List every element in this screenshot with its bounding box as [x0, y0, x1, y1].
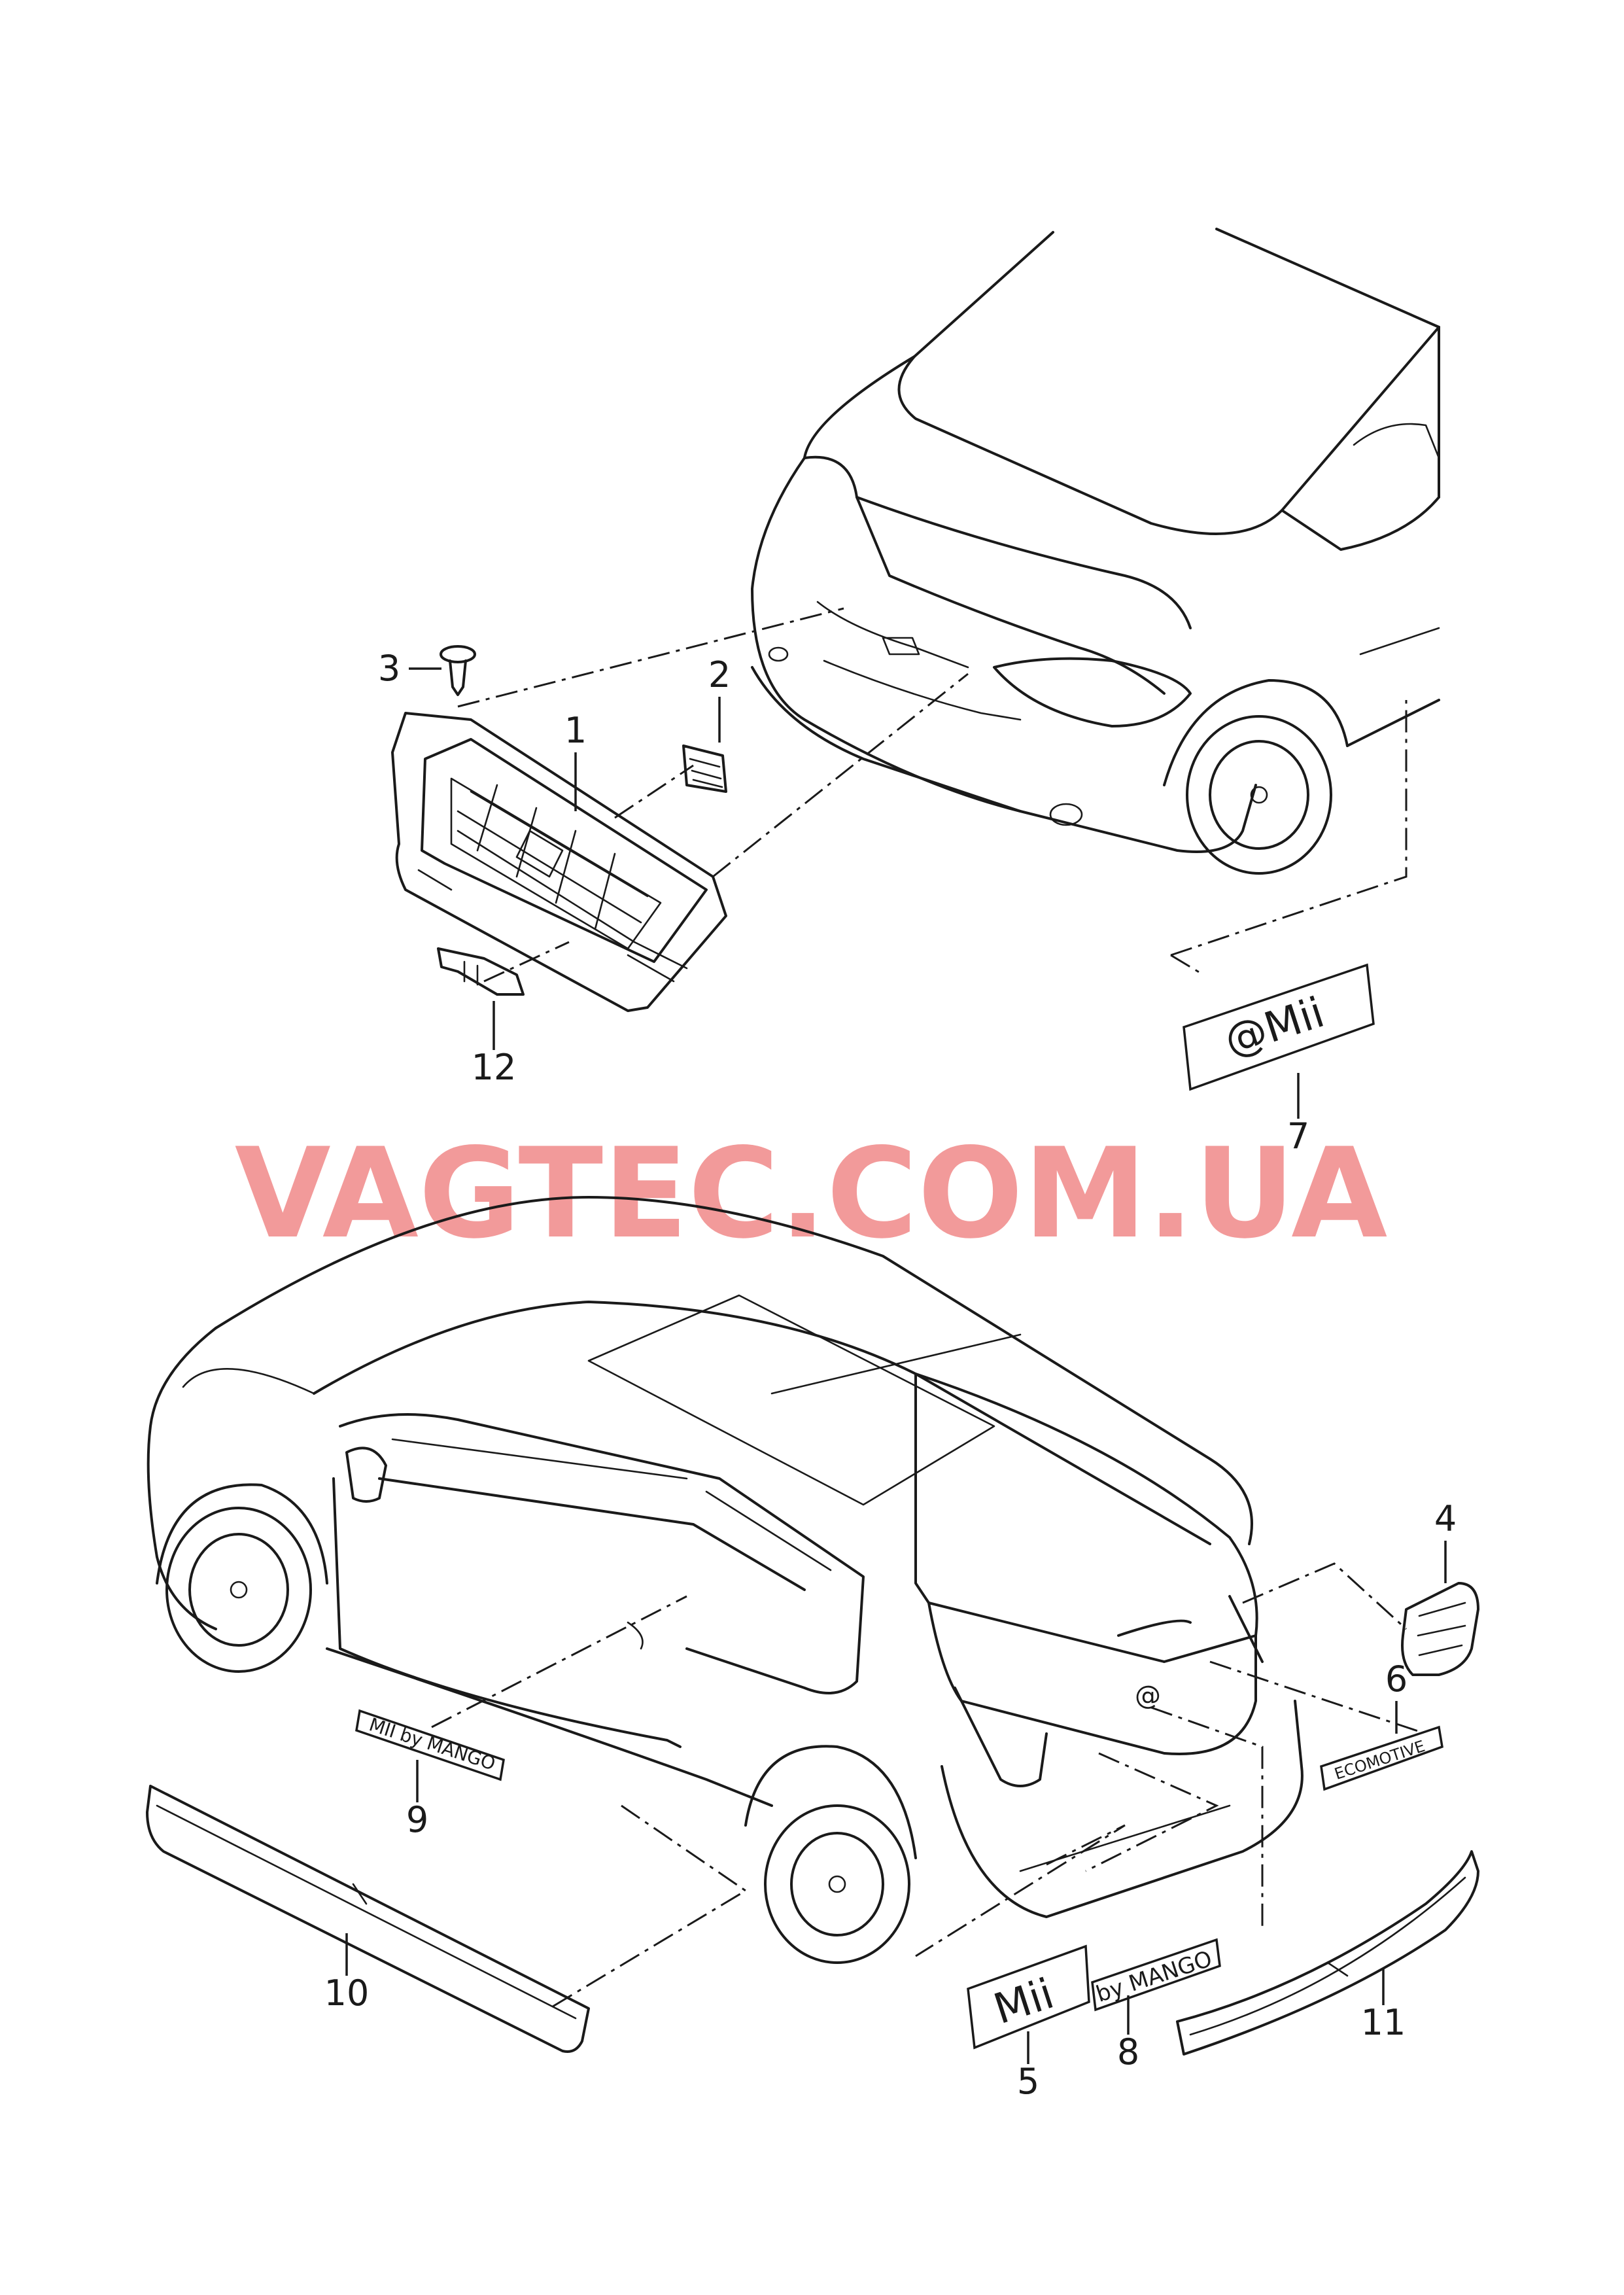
badge-mii-by-mango-part-9: MII by MANGO	[355, 1709, 505, 1781]
rear-bumper-trim-part-11	[1176, 1850, 1479, 2056]
callout-4-label: 4	[1434, 1498, 1457, 1539]
callout-9: 9	[406, 1760, 428, 1840]
seat-logo-icon	[682, 745, 727, 793]
badge-by-mango-text: by MANGO	[1093, 1946, 1215, 2008]
callout-8-label: 8	[1117, 2031, 1139, 2073]
emblem-part-4	[1401, 1582, 1479, 1676]
callout-7: 7	[1287, 1073, 1309, 1157]
callout-5-label: 5	[1017, 2061, 1039, 2102]
badge-emii-part-7: @Mii	[1183, 963, 1375, 1091]
callout-6: 6	[1385, 1658, 1408, 1734]
assembly-leader-lines-upper	[457, 607, 1408, 983]
callout-2: 2	[708, 654, 731, 743]
front-car-illustration	[751, 228, 1440, 875]
callout-2-label: 2	[708, 654, 731, 695]
callout-12: 12	[472, 1001, 517, 1088]
callout-11-label: 11	[1361, 2002, 1406, 2043]
callout-10: 10	[324, 1933, 370, 2014]
callout-1-label: 1	[564, 710, 587, 751]
callout-4: 4	[1434, 1498, 1457, 1583]
badge-mii-by-mango-text: MII by MANGO	[366, 1713, 498, 1774]
watermark-text: VAGTEC.COM.UA	[235, 1121, 1388, 1266]
callout-10-label: 10	[324, 1972, 370, 2014]
clip-part-3	[440, 645, 476, 696]
radiator-grille-part-1	[391, 712, 727, 1012]
callout-12-label: 12	[472, 1047, 517, 1088]
callout-7-label: 7	[1287, 1115, 1309, 1157]
rear-car-illustration: @	[147, 1196, 1304, 1964]
sill-trim-part-10	[146, 1785, 590, 2053]
callout-5: 5	[1017, 2031, 1039, 2102]
bracket-part-12	[437, 947, 525, 996]
badge-mii-part-5: Mii	[967, 1944, 1090, 2050]
callout-6-label: 6	[1385, 1658, 1408, 1700]
callout-1: 1	[564, 710, 587, 811]
callout-9-label: 9	[406, 1799, 428, 1840]
badge-ecomotive-part-6: ECOMOTIVE	[1320, 1725, 1443, 1791]
badge-by-mango-part-8: by MANGO	[1091, 1938, 1221, 2012]
callout-11: 11	[1361, 1969, 1406, 2043]
callout-3: 3	[378, 648, 441, 689]
assembly-leader-lines-lower	[431, 1562, 1426, 2010]
callout-3-label: 3	[378, 648, 400, 689]
rear-at-mark: @	[1135, 1681, 1161, 1711]
callout-8: 8	[1117, 1995, 1139, 2073]
